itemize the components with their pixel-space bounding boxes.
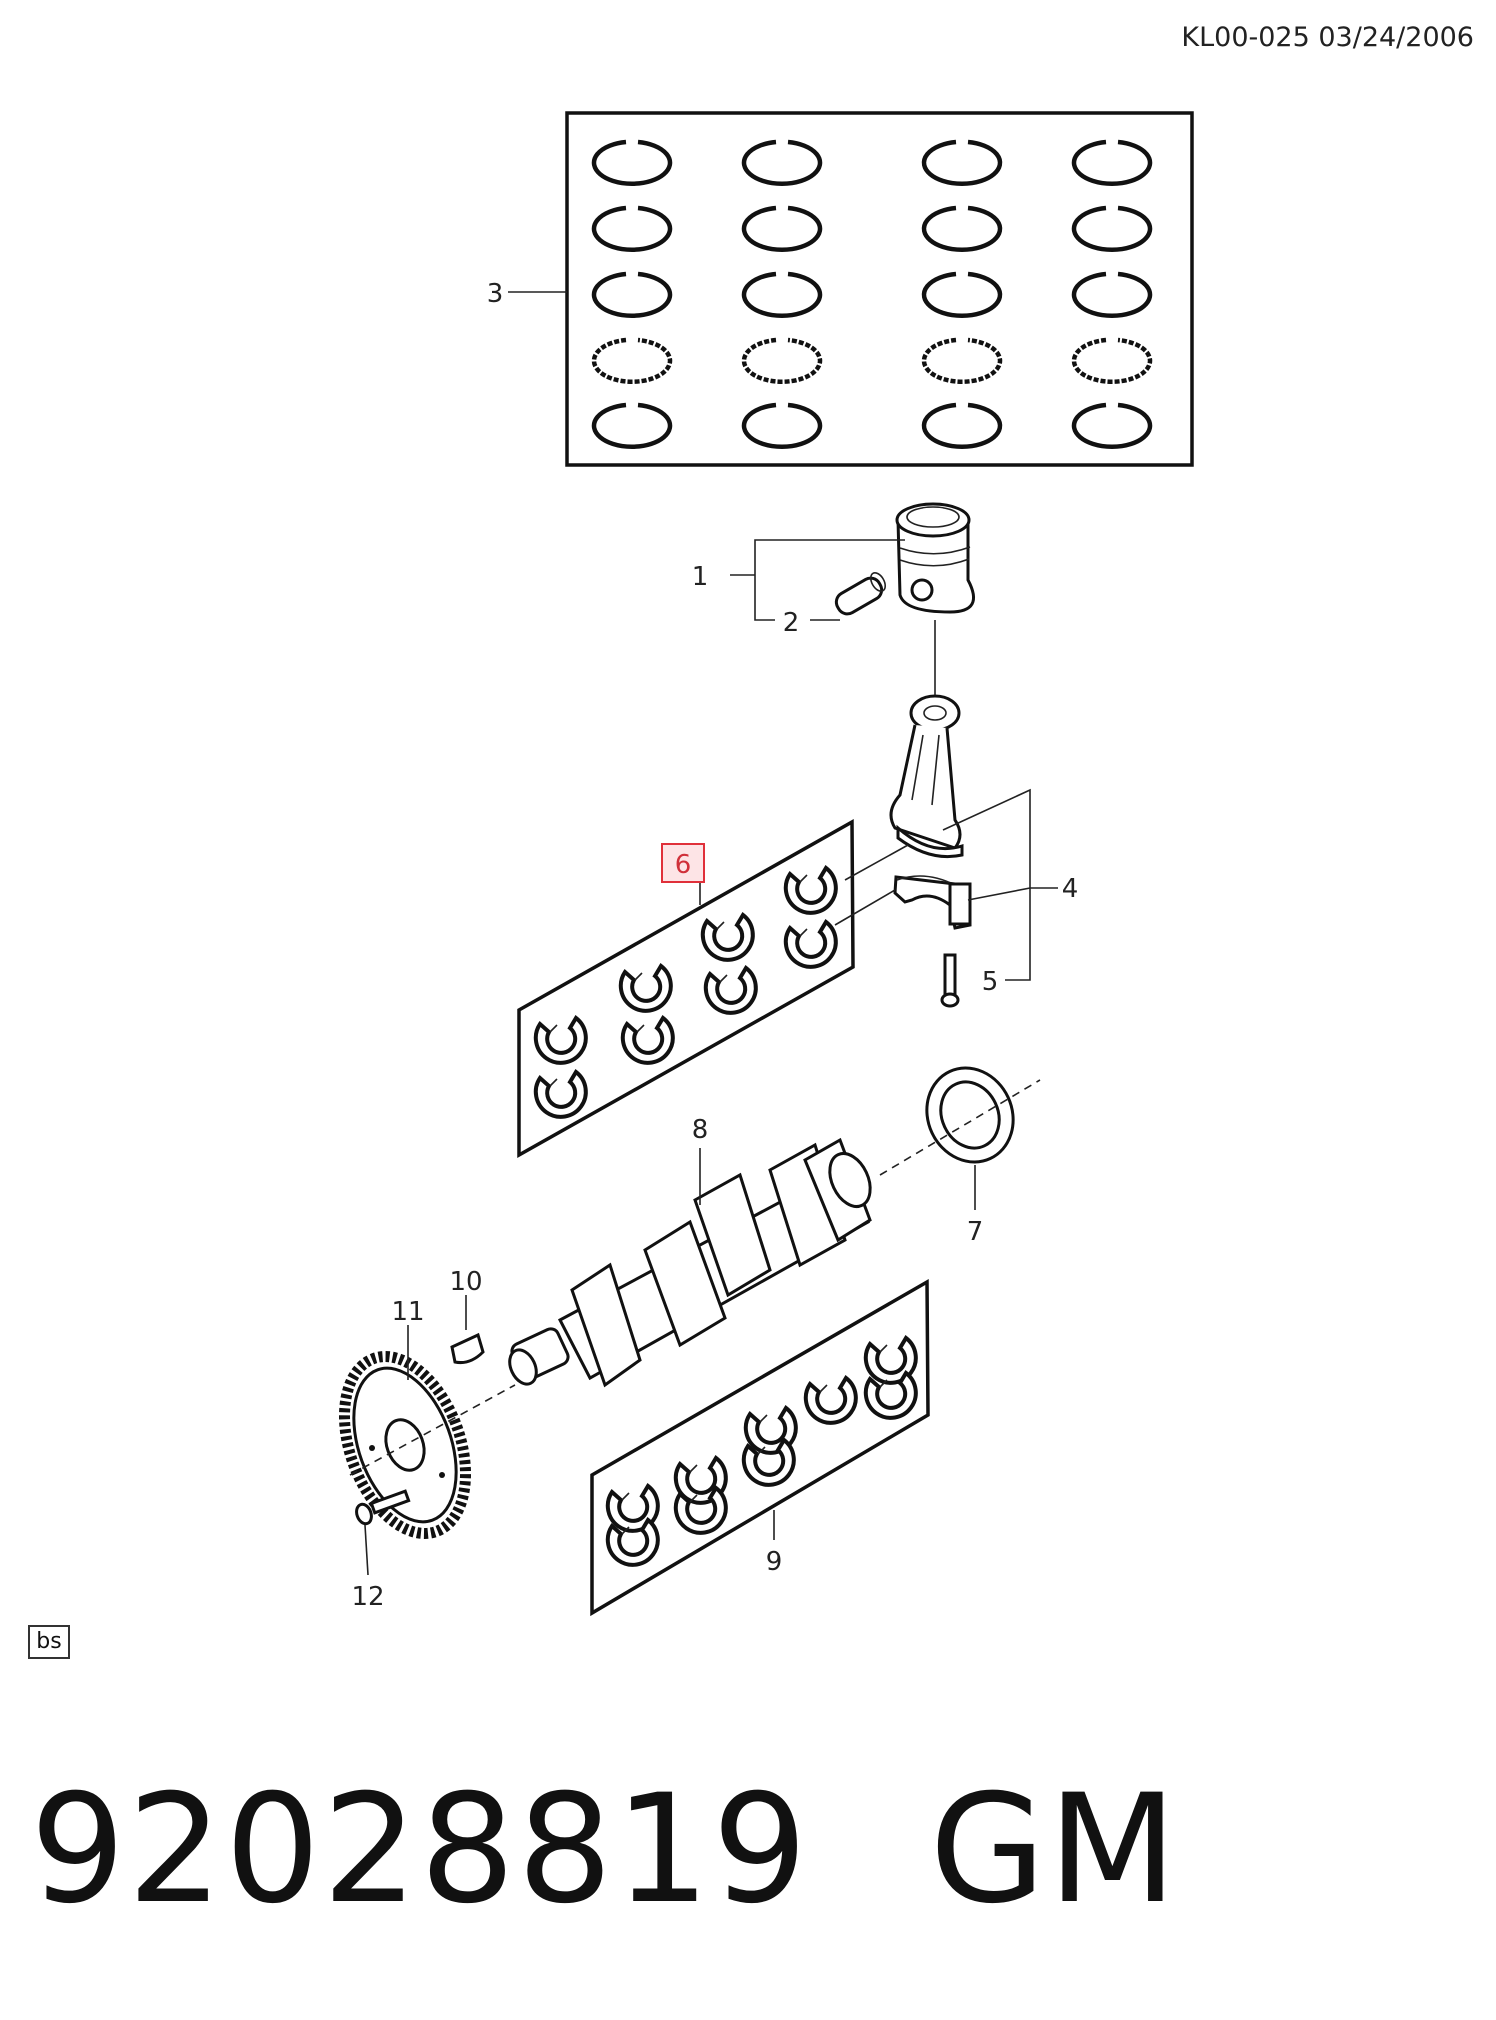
- piston-ring: [921, 205, 1003, 252]
- piston-ring: [921, 271, 1003, 318]
- piston-ring: [1071, 271, 1153, 318]
- document-reference: KL00-025 03/24/2006: [1181, 22, 1474, 53]
- callout-6-highlight[interactable]: [661, 843, 705, 883]
- leader-lines: [364, 291, 1058, 1576]
- callout-11[interactable]: 11: [391, 1297, 424, 1327]
- piston-ring: [741, 271, 823, 318]
- piston-ring: [591, 337, 673, 384]
- piston-ring: [591, 139, 673, 186]
- main-bearing-set: [590, 1278, 930, 1617]
- piston-ring: [1071, 337, 1153, 384]
- connecting-rod-cap: [893, 875, 972, 930]
- bs-badge[interactable]: bs: [28, 1625, 70, 1659]
- con-rod-bearing-set: [517, 819, 855, 1158]
- callout-6[interactable]: 6: [675, 850, 692, 880]
- rear-main-seal: [925, 1066, 1015, 1164]
- piston-ring: [741, 139, 823, 186]
- piston-ring: [741, 337, 823, 384]
- gear-bolt: [355, 1489, 411, 1526]
- piston-ring: [1071, 205, 1153, 252]
- crankshaft: [508, 1137, 872, 1388]
- piston-ring: [921, 139, 1003, 186]
- callout-10[interactable]: 10: [449, 1267, 482, 1297]
- piston-ring: [591, 271, 673, 318]
- callout-4[interactable]: 4: [1062, 874, 1079, 904]
- callout-8[interactable]: 8: [692, 1115, 709, 1145]
- callout-9[interactable]: 9: [766, 1547, 783, 1577]
- piston-ring: [921, 337, 1003, 384]
- callout-5[interactable]: 5: [982, 967, 999, 997]
- piston-ring: [741, 205, 823, 252]
- part-number: 92028819: [30, 1763, 810, 1937]
- piston-ring: [591, 402, 673, 449]
- piston-ring: [921, 402, 1003, 449]
- connecting-rod: [889, 694, 964, 859]
- piston-assembly: [834, 502, 975, 616]
- callout-2[interactable]: 2: [783, 608, 800, 638]
- piston-ring: [591, 205, 673, 252]
- woodruff-key: [450, 1332, 485, 1364]
- piston-ring: [1071, 139, 1153, 186]
- rod-bolt: [940, 953, 960, 1008]
- callout-1[interactable]: 1: [692, 562, 709, 592]
- callout-12[interactable]: 12: [351, 1582, 384, 1612]
- callout-7[interactable]: 7: [967, 1217, 984, 1247]
- piston-ring: [741, 402, 823, 449]
- piston-ring: [1071, 402, 1153, 449]
- piston-ring-set: [565, 111, 1194, 467]
- callout-3[interactable]: 3: [487, 279, 504, 309]
- brand-name: GM: [929, 1763, 1180, 1937]
